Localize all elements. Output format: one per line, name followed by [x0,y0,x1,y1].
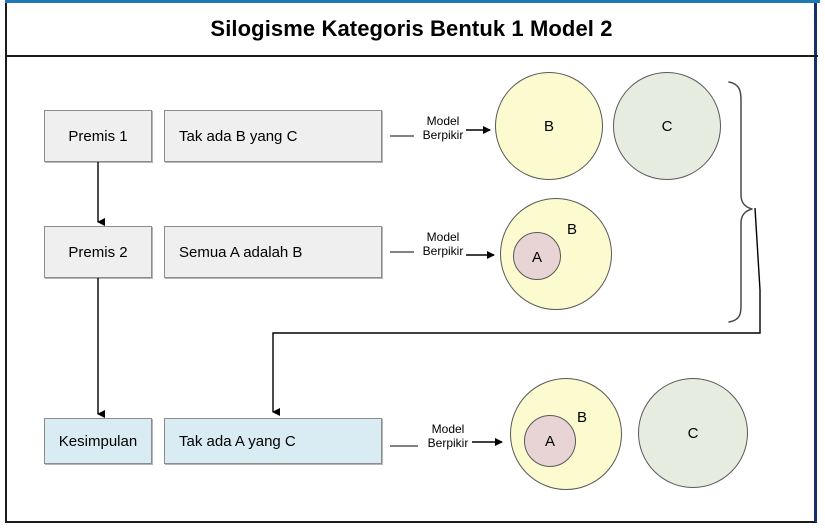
page-title: Silogisme Kategoris Bentuk 1 Model 2 [210,16,613,41]
row-2-model-berpikir-label: Model Berpikir [417,230,469,258]
model-berpikir-line2: Berpikir [427,436,469,451]
row-1-circle-c [613,72,721,180]
row-3-circle-c-label: C [687,425,699,442]
row-premis-1-statement-box: Tak ada B yang C [164,110,382,162]
row-kesimpulan-label-box: Kesimpulan [44,418,152,464]
row-statement-text: Tak ada B yang C [179,127,298,145]
row-1-circle-c-label: C [661,118,673,135]
row-kesimpulan-statement-box: Tak ada A yang C [164,418,382,464]
row-premis-1-label-box: Premis 1 [44,110,152,162]
row-premis-2-label-box: Premis 2 [44,226,152,278]
row-1-circle-b [495,72,603,180]
row-statement-text: Semua A adalah B [179,243,303,261]
frame-accent-strip [5,0,820,3]
row-3-circle-b-label: B [576,409,587,426]
row-label-text: Kesimpulan [58,432,138,450]
row-label-text: Premis 2 [68,243,128,261]
model-berpikir-line2: Berpikir [422,244,464,259]
frame-border [5,3,817,523]
row-3-circle-a-label: A [544,433,555,450]
row-3-circle-a [524,415,576,467]
row-label-text: Premis 1 [68,127,128,145]
row-1-circle-b-label: B [543,118,554,135]
row-2-circle-a-label: A [531,249,542,266]
row-1-model-berpikir-label: Model Berpikir [417,114,469,142]
row-statement-text: Tak ada A yang C [179,432,296,450]
title-bar: Silogisme Kategoris Bentuk 1 Model 2 [5,3,818,55]
row-2-circle-b-label: B [566,221,577,238]
title-divider [5,55,818,57]
model-berpikir-line1: Model [426,230,460,244]
row-premis-2-statement-box: Semua A adalah B [164,226,382,278]
model-berpikir-line2: Berpikir [422,128,464,143]
row-3-model-berpikir-label: Model Berpikir [422,422,474,450]
model-berpikir-line1: Model [431,422,465,436]
model-berpikir-line1: Model [426,114,460,128]
